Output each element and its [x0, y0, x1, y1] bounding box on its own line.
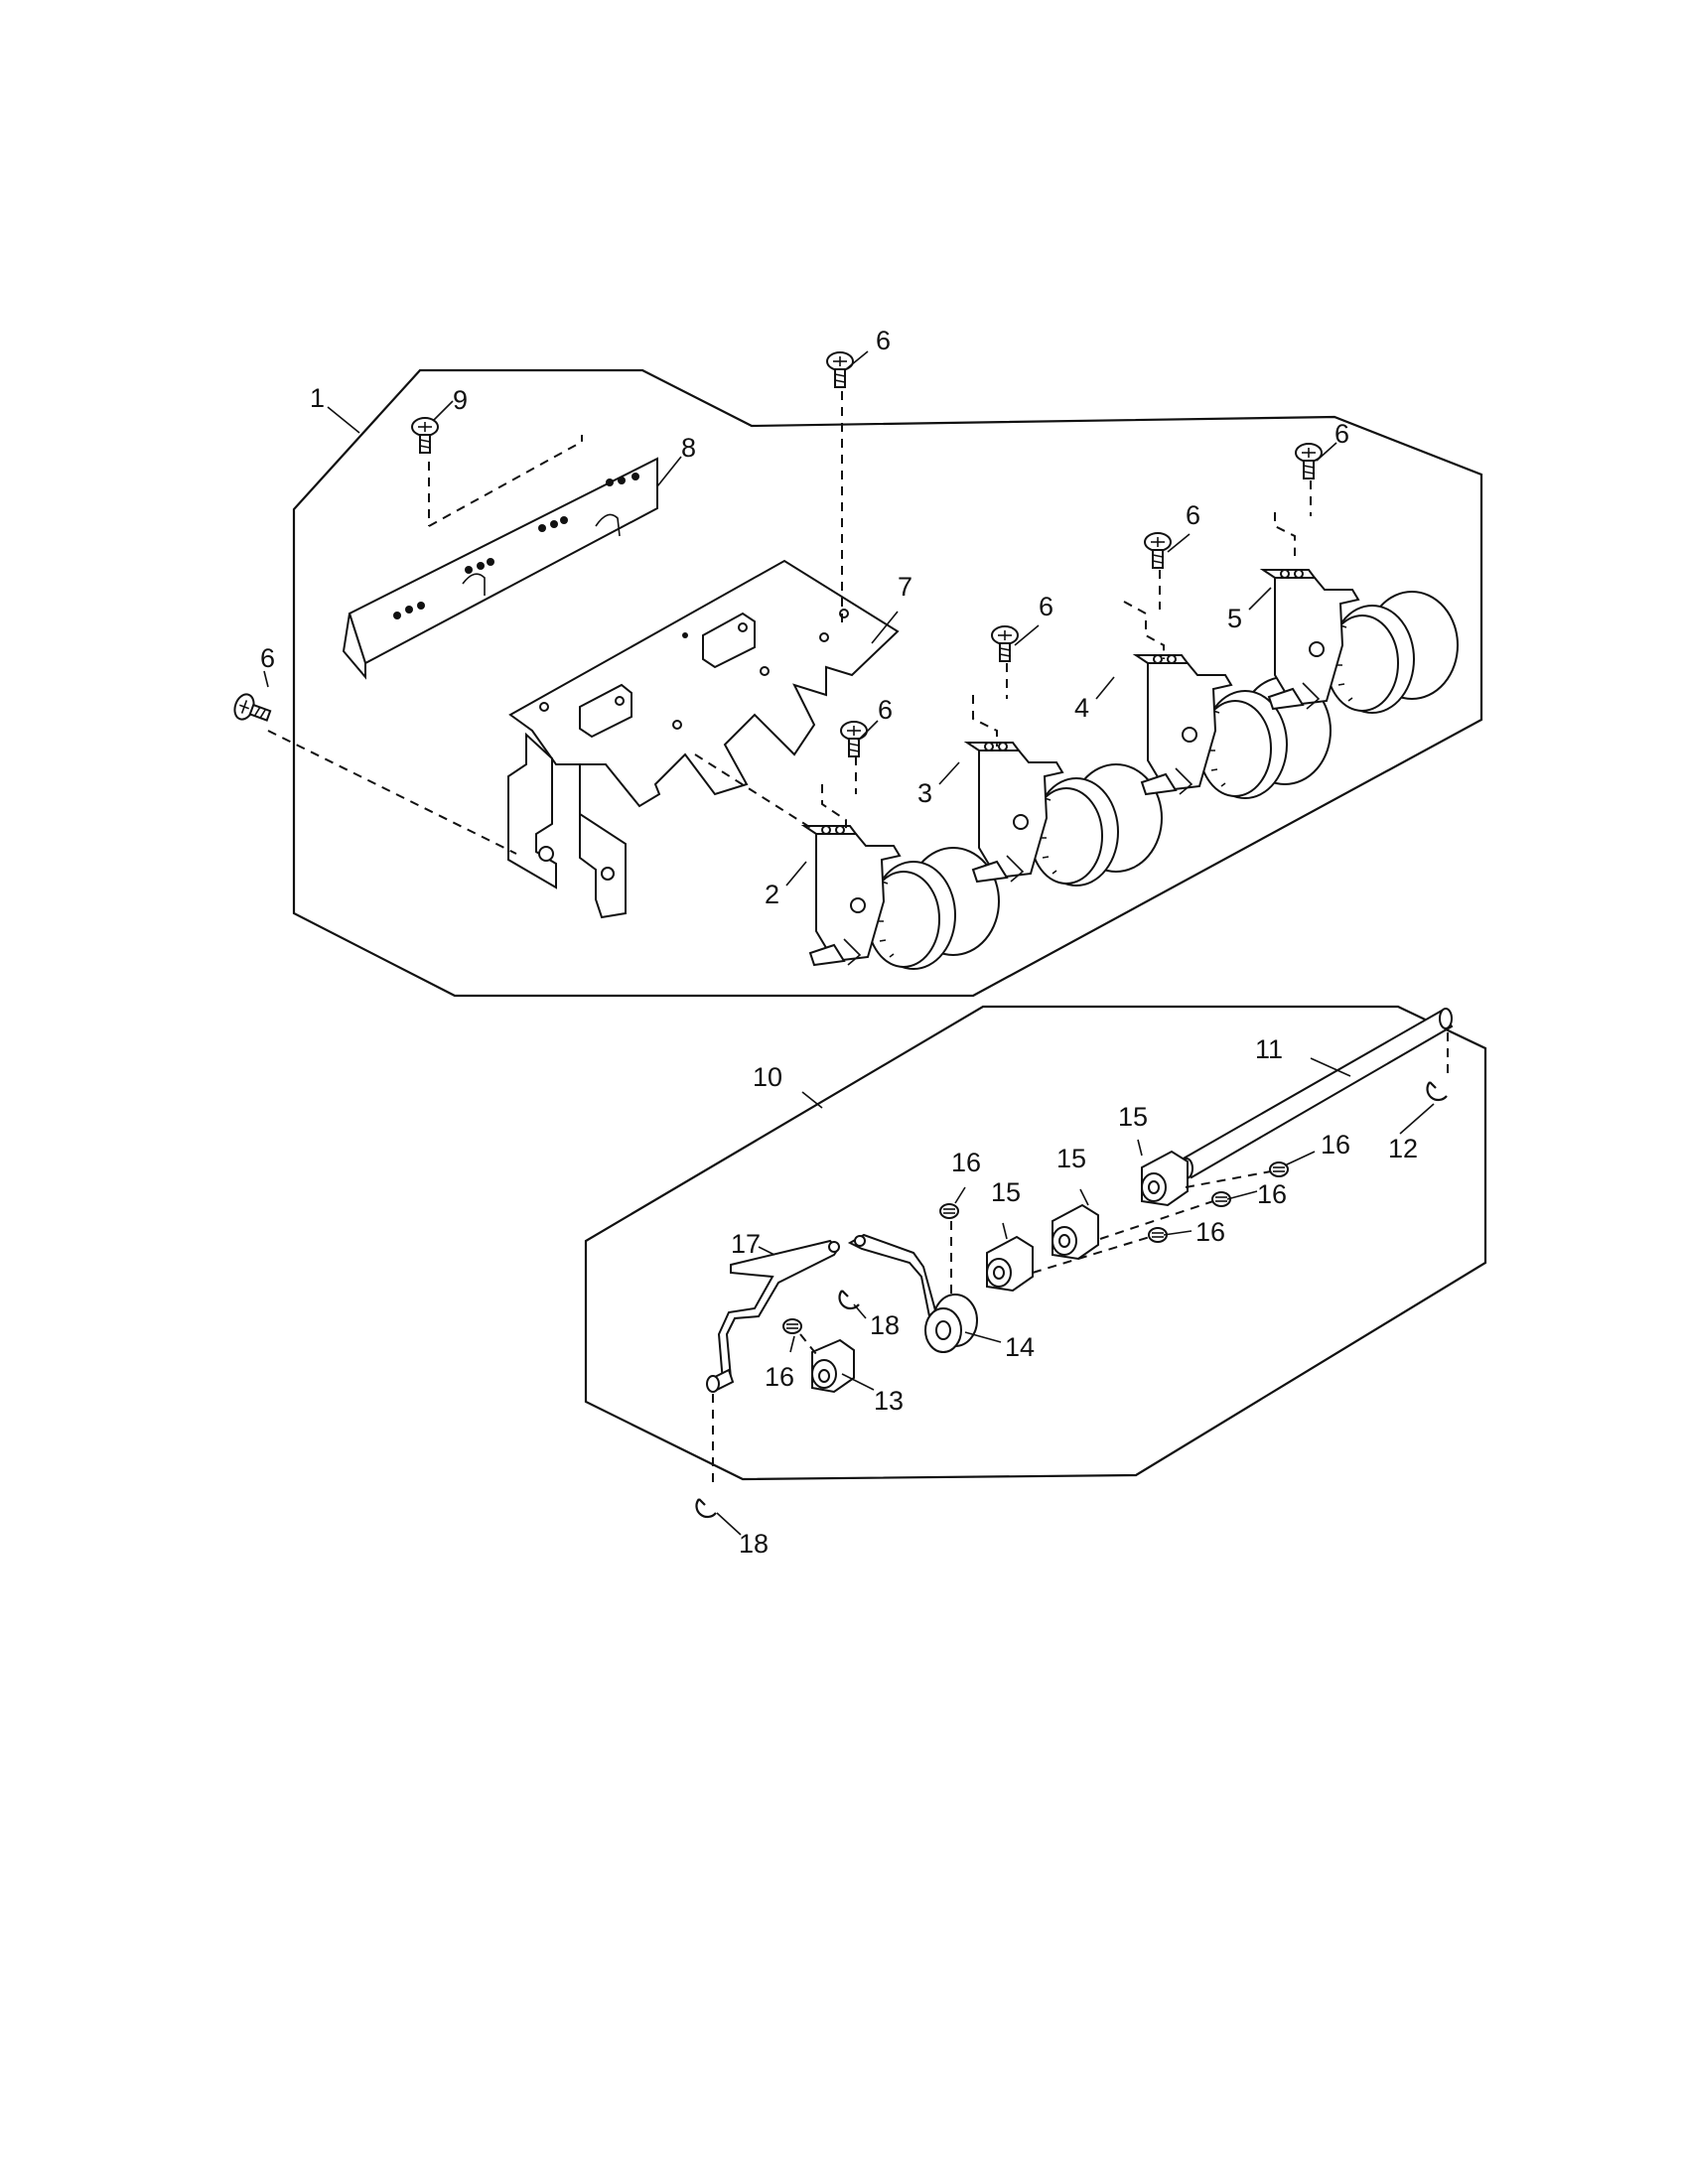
nut-part-16-d	[939, 1203, 959, 1219]
callout-16-e: 16	[765, 1362, 794, 1392]
screw-part-9	[411, 417, 439, 454]
callout-6-motor-3: 6	[1039, 592, 1053, 621]
collar-part-13	[811, 1338, 855, 1394]
callout-15-b: 15	[1056, 1144, 1086, 1173]
callout-18-lower: 18	[739, 1529, 769, 1559]
callout-5: 5	[1227, 604, 1242, 633]
callout-7: 7	[898, 572, 912, 602]
e-ring-part-12	[1426, 1080, 1449, 1102]
screw-part-6-motor-3	[991, 625, 1019, 662]
callout-18-upper: 18	[870, 1310, 900, 1340]
callout-3: 3	[917, 778, 932, 808]
screw-part-6-motor-2	[840, 721, 868, 757]
callout-15-a: 15	[1118, 1102, 1148, 1132]
base-plate-part-7	[507, 559, 900, 919]
collar-part-15-c	[986, 1235, 1034, 1293]
callout-12: 12	[1388, 1134, 1418, 1163]
callout-10: 10	[753, 1062, 782, 1092]
callout-4: 4	[1074, 693, 1089, 723]
callout-15-c: 15	[991, 1177, 1021, 1207]
callout-2: 2	[765, 880, 779, 909]
callout-6-motor-4: 6	[1186, 500, 1200, 530]
e-ring-part-18-lower	[695, 1497, 718, 1519]
nut-part-16-e	[782, 1318, 802, 1334]
callout-8: 8	[681, 433, 696, 463]
callout-16-c: 16	[1195, 1217, 1225, 1247]
callout-14: 14	[1005, 1332, 1035, 1362]
motor-part-5	[1262, 569, 1459, 714]
motor-part-2	[803, 825, 1000, 970]
collar-part-15-b	[1052, 1203, 1099, 1261]
mounting-bracket-part-8	[342, 457, 658, 680]
callout-6-top: 6	[876, 326, 891, 355]
callout-13: 13	[874, 1386, 904, 1416]
callout-1: 1	[310, 383, 325, 413]
collar-part-15-a	[1141, 1150, 1189, 1207]
callout-17: 17	[731, 1229, 761, 1259]
motor-part-3	[966, 742, 1163, 887]
link-arm-part-17	[706, 1239, 840, 1393]
callout-16-b: 16	[1257, 1179, 1287, 1209]
screw-part-6-motor-4	[1144, 532, 1172, 569]
callout-16-a: 16	[1321, 1130, 1350, 1160]
callout-16-d: 16	[951, 1148, 981, 1177]
screw-part-6-left	[230, 690, 274, 730]
screw-part-6-motor-5	[1295, 443, 1323, 479]
assembly-10-outline	[584, 1005, 1487, 1481]
callout-6-left: 6	[260, 643, 275, 673]
screw-part-6-top	[826, 351, 854, 388]
callout-6-motor-5: 6	[1334, 419, 1349, 449]
callout-9: 9	[453, 385, 468, 415]
callout-labels: 1 9 8 6 7 6 6 6 6 6 5 4 3 2 10 11 12 16 …	[260, 326, 1418, 1559]
callout-11: 11	[1255, 1034, 1283, 1064]
assembly-1-outline	[292, 368, 1483, 998]
callout-6-motor-2: 6	[878, 695, 893, 725]
